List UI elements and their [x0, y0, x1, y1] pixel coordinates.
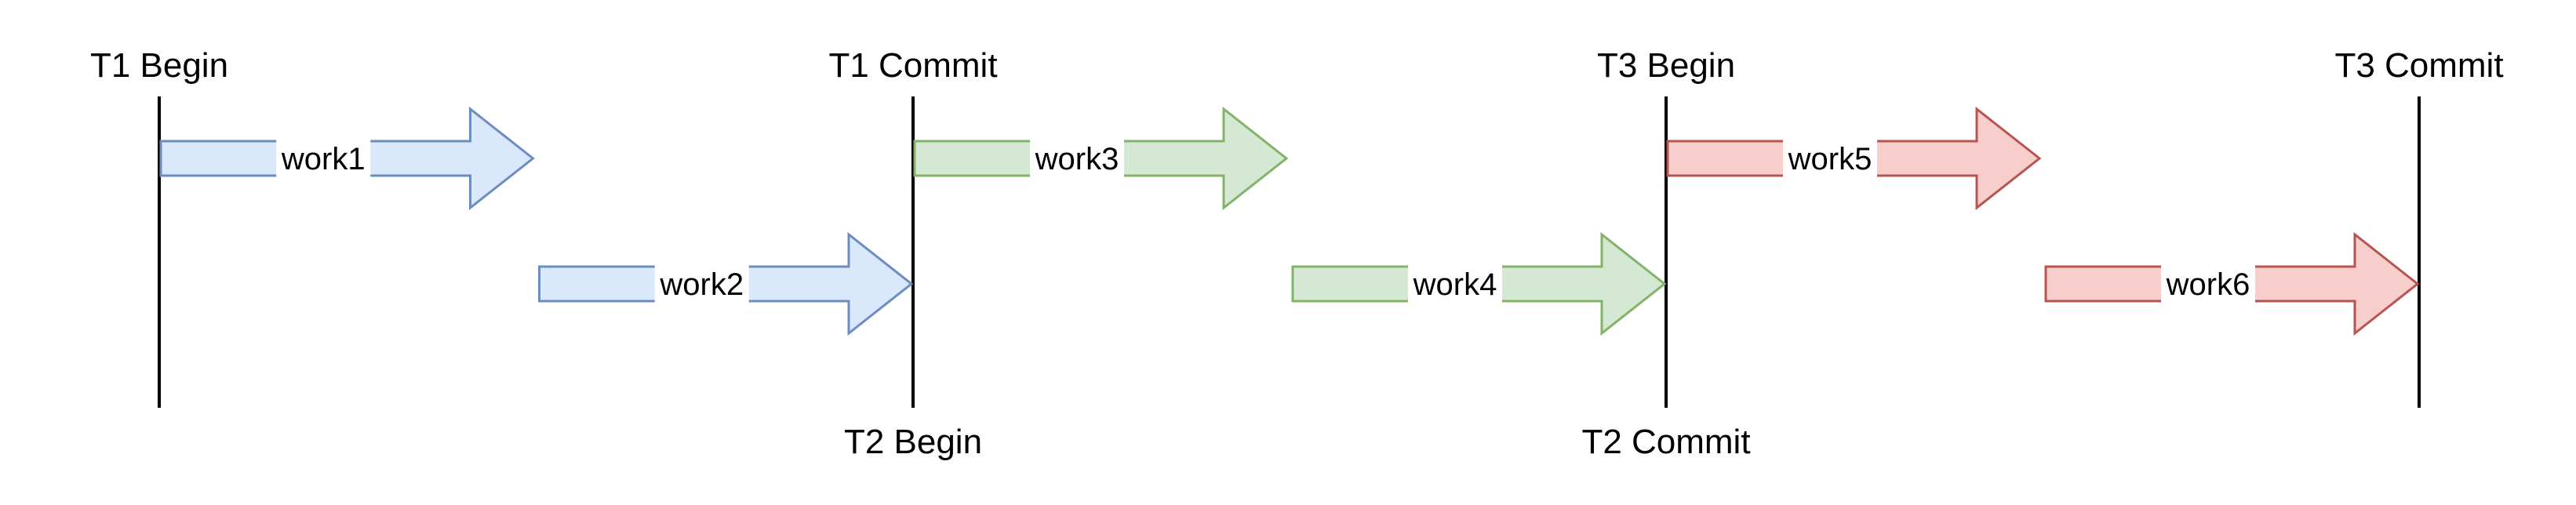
- work2-label: work2: [659, 267, 744, 302]
- t1-begin-label: T1 Begin: [90, 46, 228, 85]
- work1-label: work1: [281, 142, 366, 176]
- t3-begin-label: T3 Begin: [1597, 46, 1735, 85]
- work4-label: work4: [1413, 267, 1497, 302]
- t2-begin-label: T2 Begin: [844, 423, 982, 461]
- event-labels: T1 Begin T1 Commit T2 Begin T3 Begin T2 Comm…: [90, 46, 2504, 461]
- work5-label: work5: [1788, 142, 1872, 176]
- work3-label-background: [1030, 140, 1124, 177]
- work6-label-background: [2161, 265, 2255, 303]
- work-arrow-work6: work6: [2044, 231, 2420, 336]
- work4-label-background: [1408, 265, 1502, 303]
- work-arrow-work2: work2: [538, 231, 914, 336]
- t3-commit-label: T3 Commit: [2334, 46, 2503, 85]
- timeline-lines: [158, 96, 2421, 408]
- work-arrow-work3: work3: [913, 106, 1289, 211]
- work-arrows: work1 work2 work3 work4 work5 work6: [159, 106, 2420, 336]
- work3-label: work3: [1035, 142, 1119, 176]
- work-arrow-work4: work4: [1291, 231, 1667, 336]
- t2-commit-label: T2 Commit: [1581, 423, 1750, 461]
- work-arrow-work5: work5: [1666, 106, 2042, 211]
- work2-label-background: [654, 265, 749, 303]
- work6-label: work6: [2166, 267, 2250, 302]
- work5-label-background: [1783, 140, 1877, 177]
- t1-commit-label: T1 Commit: [828, 46, 997, 85]
- work-arrow-work1: work1: [159, 106, 535, 211]
- work1-label-background: [276, 140, 371, 177]
